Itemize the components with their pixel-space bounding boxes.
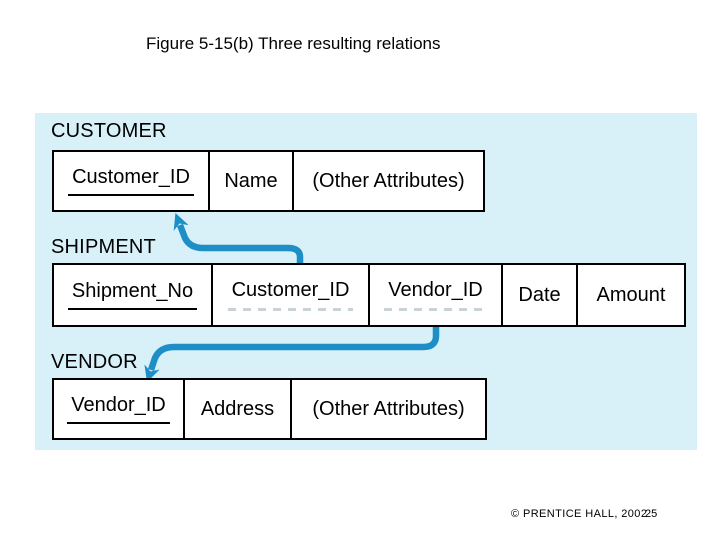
relation-name-shipment: SHIPMENT [51, 236, 156, 258]
attribute-address: Address [200, 397, 275, 420]
attribute-cell: Amount [578, 265, 684, 325]
attribute-cell: Date [503, 265, 578, 325]
page-number: 25 [645, 508, 658, 520]
attribute-shipment-no-pk: Shipment_No [67, 280, 198, 310]
attribute-cell: Customer_ID [54, 152, 210, 210]
attribute-name: Name [224, 169, 278, 192]
relation-table-shipment: Shipment_No Customer_ID Vendor_ID Date A… [52, 263, 686, 327]
attribute-cell: Name [210, 152, 294, 210]
attribute-cell: (Other Attributes) [292, 380, 485, 438]
figure-caption: Figure 5-15(b) Three resulting relations [146, 34, 441, 53]
attribute-vendor-id-pk: Vendor_ID [67, 394, 170, 424]
copyright-text: © PRENTICE HALL, 2002 [511, 508, 648, 520]
attribute-cell: Address [185, 380, 292, 438]
relation-name-vendor: VENDOR [51, 351, 138, 373]
attribute-cell: Customer_ID [213, 265, 370, 325]
relation-table-customer: Customer_ID Name (Other Attributes) [52, 150, 485, 212]
attribute-cell: (Other Attributes) [294, 152, 483, 210]
attribute-customer-id-pk: Customer_ID [68, 166, 194, 196]
attribute-vendor-id-fk: Vendor_ID [384, 279, 487, 311]
attribute-cell: Shipment_No [54, 265, 213, 325]
attribute-other-attributes: (Other Attributes) [312, 169, 465, 192]
attribute-customer-id-fk: Customer_ID [227, 279, 354, 311]
relation-name-customer: CUSTOMER [51, 120, 167, 142]
attribute-date: Date [518, 283, 561, 306]
attribute-cell: Vendor_ID [54, 380, 185, 438]
attribute-amount: Amount [596, 283, 666, 306]
attribute-other-attributes: (Other Attributes) [312, 397, 465, 420]
relation-table-vendor: Vendor_ID Address (Other Attributes) [52, 378, 487, 440]
attribute-cell: Vendor_ID [370, 265, 503, 325]
